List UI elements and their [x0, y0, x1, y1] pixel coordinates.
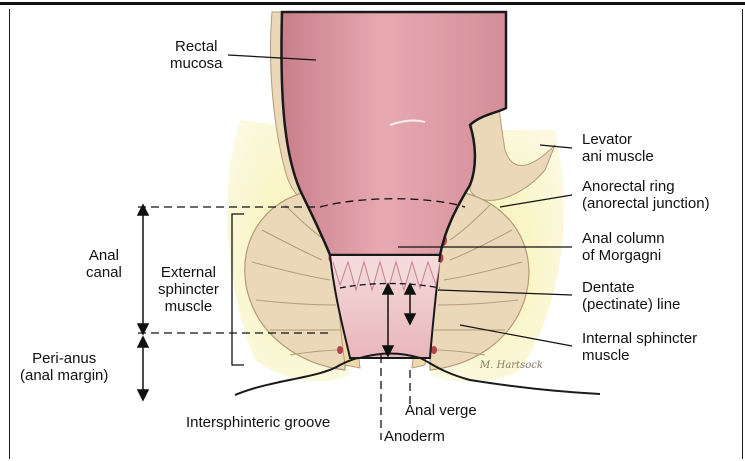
label-rectal-mucosa: Rectal mucosa — [170, 38, 223, 72]
label-anal-verge: Anal verge — [405, 402, 477, 419]
label-anal-canal: Anal canal — [86, 247, 122, 281]
label-anal-column: Anal column of Morgagni — [582, 230, 665, 264]
label-anoderm: Anoderm — [384, 428, 445, 445]
label-dentate-line: Dentate (pectinate) line — [582, 279, 680, 313]
artist-signature: M. Hartsock — [480, 360, 543, 371]
label-levator-ani-muscle: Levator ani muscle — [582, 131, 654, 165]
label-intersphinteric-groove: Intersphinteric groove — [186, 414, 330, 431]
label-anorectal-ring: Anorectal ring (anorectal junction) — [582, 178, 710, 212]
label-external-sphincter: External sphincter muscle — [158, 264, 219, 315]
label-internal-sphincter: Internal sphincter muscle — [582, 330, 697, 364]
label-peri-anus: Peri-anus (anal margin) — [20, 350, 108, 384]
